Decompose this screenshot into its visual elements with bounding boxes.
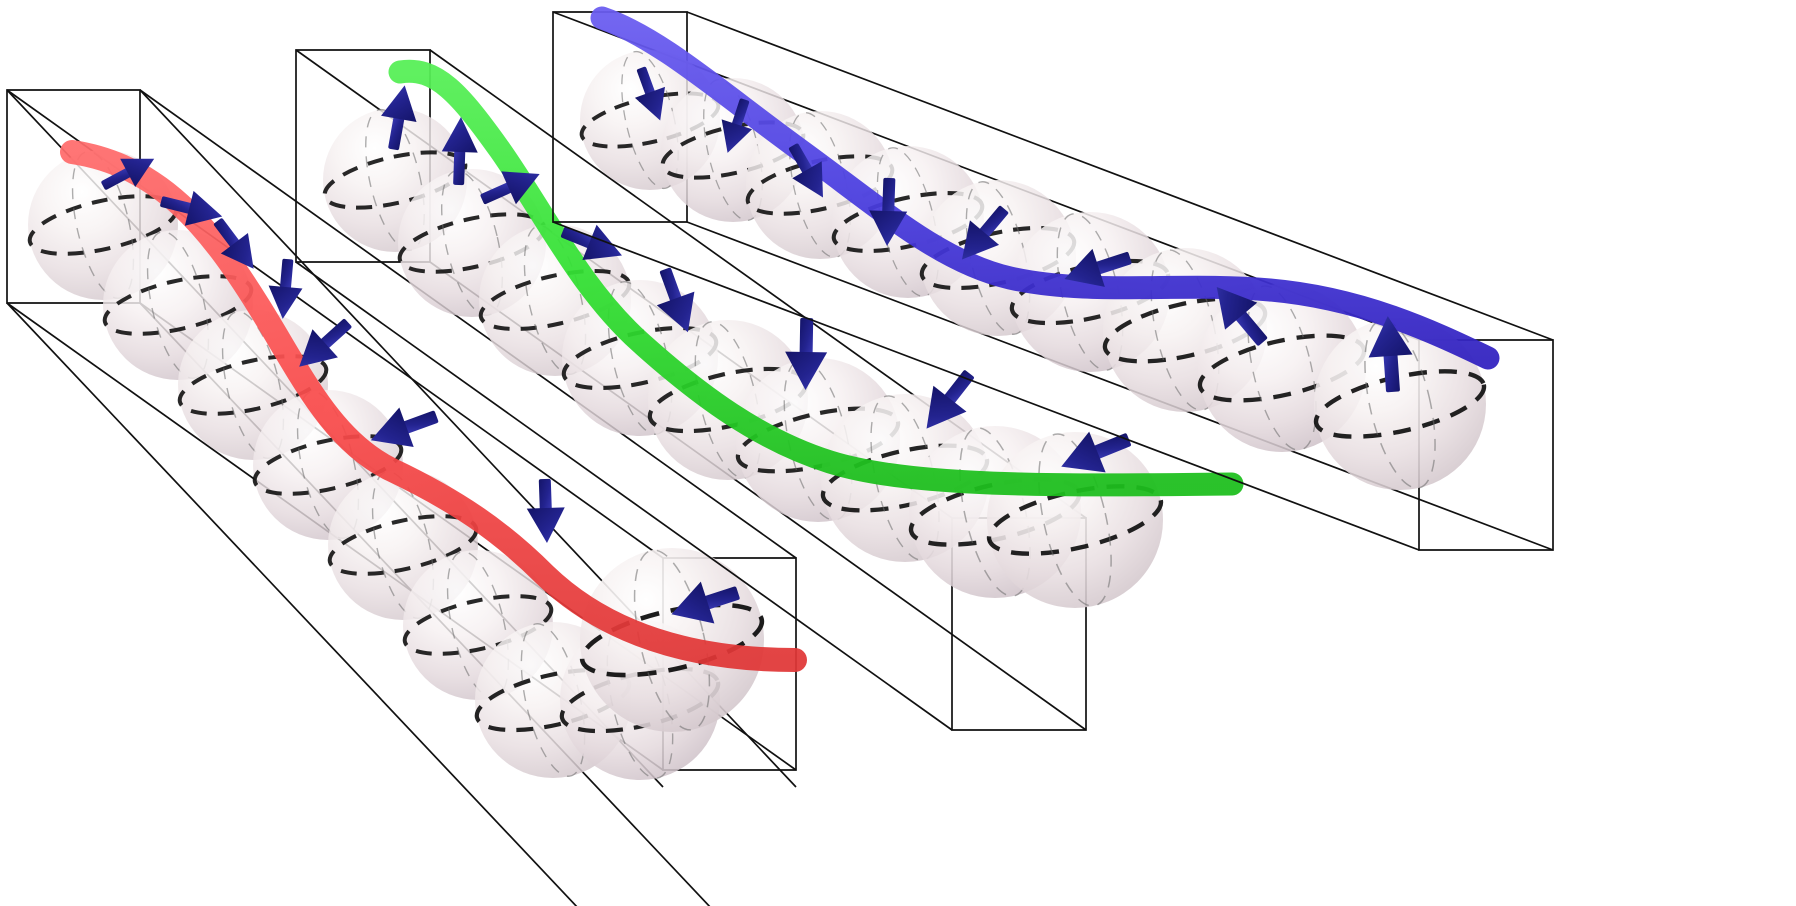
chain-label-3: Chain 3: [8, 149, 63, 166]
annotation-spheres: Each box is a 3D rectangular cell contai…: [8, 167, 543, 184]
spin-wave-ribbon-blue: [590, 6, 1500, 370]
spin-arrows-blue: [634, 66, 1413, 393]
spin-wave-ribbon-green: [388, 59, 1244, 497]
bloch-spheres-red: [27, 150, 765, 780]
axis-y-label: Transverse spin component: [8, 41, 205, 58]
chain-green-group: [295, 49, 1244, 731]
chain-label-2: Chain 2: [8, 131, 63, 148]
figure-title: Spin-wave (magnon) precession along thre…: [8, 5, 406, 22]
chain-red-group: [6, 89, 807, 906]
spin-wave-ribbon-red: [60, 140, 807, 672]
box-wireframe-blue: [552, 11, 1554, 551]
series-label-blue: Chain 3 (blue ribbon): [8, 95, 157, 112]
spin-arrows-green: [381, 85, 1131, 473]
annotation-arrows: Navy arrows denote local spin orientatio…: [8, 185, 468, 202]
annotation-equators: Dashed black circles mark the sphere equ…: [8, 203, 617, 220]
axis-x-label: Lattice site index: [8, 23, 127, 40]
annotation-ribbons: Colored ribbons trace the spiral locus o…: [8, 221, 505, 238]
bloch-spheres-green: [322, 108, 1164, 608]
chain-label-1: Chain 1: [8, 113, 63, 130]
chain-blue-group: [552, 6, 1554, 551]
series-label-green: Chain 2 (green ribbon): [8, 77, 168, 94]
series-label-red: Chain 1 (red ribbon): [8, 59, 150, 76]
spin-arrows-red: [101, 158, 740, 624]
